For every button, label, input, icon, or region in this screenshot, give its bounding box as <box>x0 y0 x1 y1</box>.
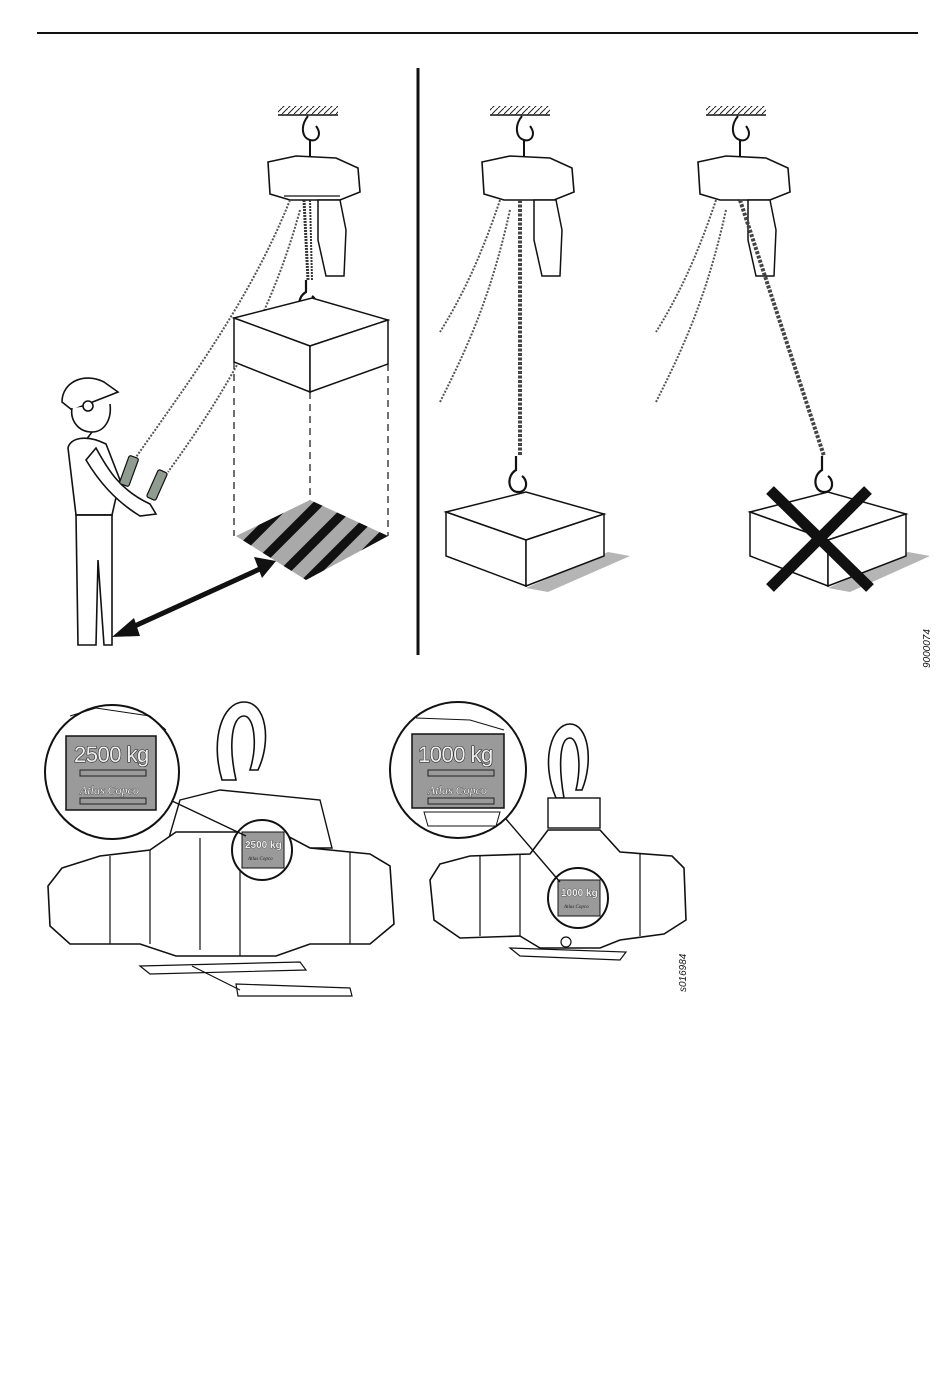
small-plate-brand: Atlas Copco <box>247 857 273 862</box>
operator-figure <box>62 378 156 645</box>
top-hook-icon <box>517 116 533 158</box>
top-hook-icon <box>303 116 319 158</box>
hoist-body <box>482 156 574 200</box>
panel-angled-lift-prohibited <box>656 106 930 592</box>
brand-label: Atlas Copco <box>427 783 487 797</box>
figure-code-bottom: s016984 <box>678 953 689 992</box>
small-plate-capacity: 1000 kg <box>561 888 598 899</box>
danger-zone-stripes <box>230 490 398 596</box>
hoist-1000kg: 1000 kg Atlas Copco 1000 kg Atlas Copco <box>390 702 686 960</box>
capacity-label: 2500 kg <box>74 742 149 767</box>
brand-label: Atlas Copco <box>79 783 139 797</box>
load-hook-icon <box>509 456 526 492</box>
control-pendant-left <box>119 455 139 487</box>
small-plate-capacity: 2500 kg <box>245 840 282 851</box>
chain-bag <box>534 200 562 276</box>
grounded-load <box>446 492 630 592</box>
suspended-load <box>234 298 388 392</box>
small-plate-brand: Atlas Copco <box>563 905 589 910</box>
figure-code-top: 9000074 <box>922 629 933 668</box>
capacity-label: 1000 kg <box>418 742 493 767</box>
hoist-body <box>698 156 790 200</box>
load-hook-icon <box>815 456 832 492</box>
hoist-body <box>268 156 360 200</box>
ceiling-mount <box>278 106 338 115</box>
chain-bag <box>318 200 346 276</box>
hoist-2500kg: 2500 kg Atlas Copco 2500 kg Atlas Copco <box>45 702 394 996</box>
panel-vertical-lift <box>440 106 630 592</box>
distance-arrow-icon <box>112 557 276 637</box>
panel-operator-safe-distance <box>62 106 398 645</box>
control-pendant-right <box>146 469 167 500</box>
top-hook-icon <box>733 116 749 158</box>
